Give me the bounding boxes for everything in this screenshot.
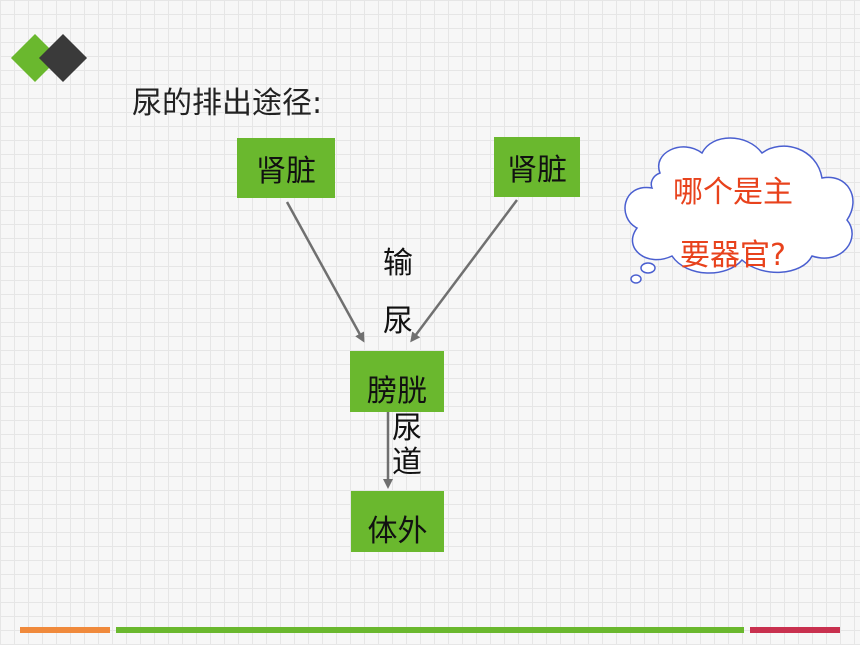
- arrow-right-kidney-to-bladder: [410, 199, 518, 343]
- kidney-left-box: 肾脏: [237, 138, 335, 198]
- urethra-label-1: 尿: [392, 411, 422, 446]
- kidney-right-box: 肾脏: [494, 137, 580, 197]
- arrow-left-kidney-to-bladder: [285, 201, 365, 343]
- bladder-box: 膀胱: [350, 351, 444, 412]
- ureter-label-1: 输: [383, 246, 413, 281]
- page-title: 尿的排出途径:: [132, 86, 323, 121]
- footer-bar-red: [750, 627, 840, 633]
- ureter-label-2: 尿: [383, 304, 413, 339]
- question-line-2: 要器官?: [680, 238, 786, 273]
- question-line-1: 哪个是主: [673, 175, 793, 210]
- footer-bar-green: [116, 627, 744, 633]
- thought-bubble-cloud: [624, 137, 854, 284]
- footer-bar-orange: [20, 627, 110, 633]
- urethra-label-2: 道: [392, 445, 422, 480]
- outside-box: 体外: [351, 491, 444, 552]
